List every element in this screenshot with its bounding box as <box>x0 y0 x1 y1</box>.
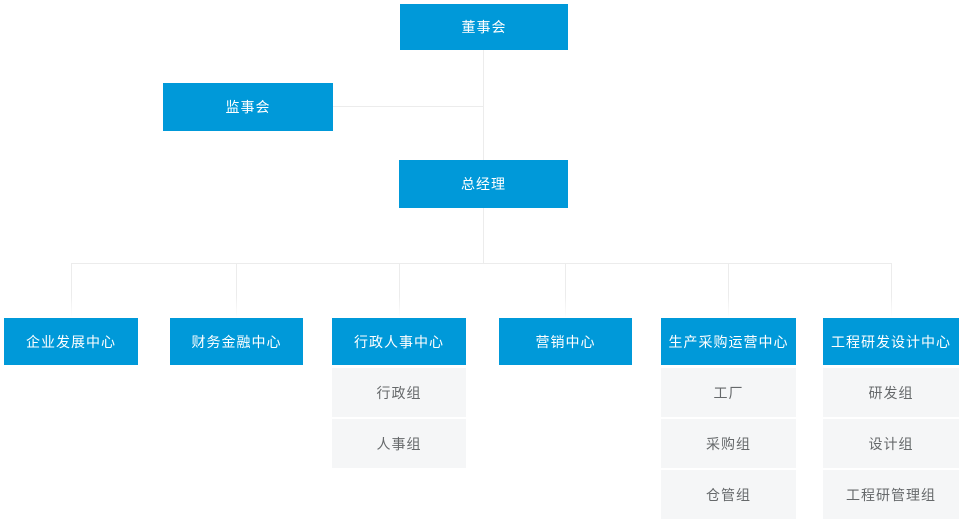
node-enterprise-development-center: 企业发展中心 <box>4 318 138 365</box>
center-label: 生产采购运营中心 <box>668 333 789 350</box>
cell-label: 工厂 <box>713 384 744 401</box>
node-admin-hr-center: 行政人事中心 <box>332 318 466 365</box>
cell-label: 工程研管理组 <box>846 486 936 503</box>
node-supervisory-label: 监事会 <box>225 99 271 115</box>
connector-board-to-gm <box>483 50 484 160</box>
center-label: 工程研发设计中心 <box>831 333 951 350</box>
center-label: 财务金融中心 <box>191 333 282 350</box>
cell-design-group: 设计组 <box>823 419 959 468</box>
connector-supervisory-branch <box>333 106 484 107</box>
cell-rd-group: 研发组 <box>823 368 959 417</box>
node-supervisory-board: 监事会 <box>163 83 333 131</box>
node-board-label: 董事会 <box>461 19 507 35</box>
center-label: 营销中心 <box>535 333 596 350</box>
cell-label: 仓管组 <box>706 486 751 503</box>
cell-label: 行政组 <box>376 384 422 401</box>
cell-label: 研发组 <box>868 384 914 401</box>
center-label: 企业发展中心 <box>26 333 116 350</box>
cell-label: 采购组 <box>706 435 751 452</box>
connector-drop-admin-hr <box>399 263 400 318</box>
center-label: 行政人事中心 <box>354 333 444 350</box>
connector-gm-drop <box>483 208 484 263</box>
cell-label: 设计组 <box>868 435 914 452</box>
connector-drop-engineering <box>891 263 892 318</box>
cell-warehouse-group: 仓管组 <box>661 470 796 519</box>
cell-engineering-management-group: 工程研管理组 <box>823 470 959 519</box>
cell-factory: 工厂 <box>661 368 796 417</box>
node-general-manager: 总经理 <box>399 160 568 208</box>
cell-label: 人事组 <box>376 435 422 452</box>
node-engineering-rd-design-center: 工程研发设计中心 <box>823 318 959 365</box>
cell-admin-group: 行政组 <box>332 368 466 417</box>
cell-hr-group: 人事组 <box>332 419 466 468</box>
cell-procurement-group: 采购组 <box>661 419 796 468</box>
node-production-procurement-operations-center: 生产采购运营中心 <box>661 318 796 365</box>
node-marketing-center: 营销中心 <box>499 318 632 365</box>
connector-drop-marketing <box>565 263 566 318</box>
node-board-of-directors: 董事会 <box>400 4 568 50</box>
connector-children-rail <box>71 263 891 264</box>
node-finance-center: 财务金融中心 <box>170 318 303 365</box>
connector-drop-finance <box>236 263 237 318</box>
connector-drop-enterprise <box>71 263 72 318</box>
connector-drop-production <box>728 263 729 318</box>
node-gm-label: 总经理 <box>461 176 506 192</box>
